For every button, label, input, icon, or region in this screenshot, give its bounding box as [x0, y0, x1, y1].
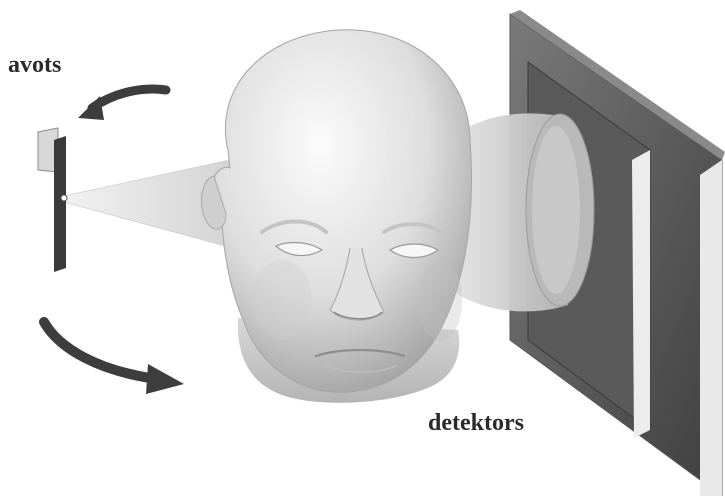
curved-arrow-icon [44, 322, 184, 394]
curved-arrow-icon [78, 89, 166, 120]
detector-label: detektors [428, 410, 524, 437]
source-label: avots [8, 52, 61, 79]
xray-source-icon [38, 128, 67, 272]
